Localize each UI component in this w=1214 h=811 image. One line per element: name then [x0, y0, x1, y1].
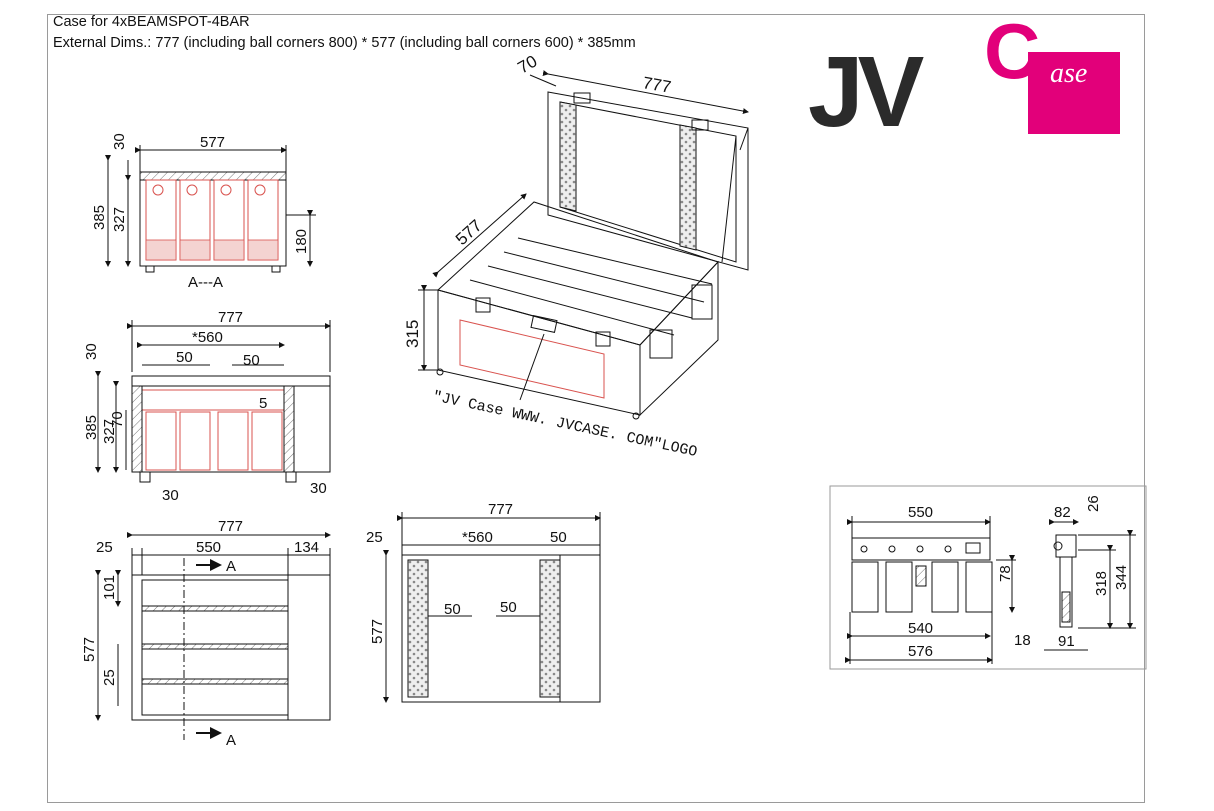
dim-577-top: 577	[81, 637, 98, 662]
dim-550-fixture: 550	[908, 504, 933, 521]
logo-ase-text: ase	[1050, 58, 1088, 89]
side-view: 777 *560 50 50 5 30 385 327 70 30 30	[83, 309, 331, 504]
section-aa-view: 577 30 385 327 180 A---A	[91, 133, 316, 291]
lid-view: 777 25 *560 50 50 50 577	[366, 501, 601, 703]
drawing-title: Case for 4xBEAMSPOT-4BAR	[53, 14, 250, 30]
logo-brand-box	[1028, 52, 1120, 134]
dim-540-fixture: 540	[908, 620, 933, 637]
dim-50-side-a: 50	[176, 349, 193, 366]
logo-jv-text: JV	[808, 36, 924, 148]
dim-577-iso: 577	[452, 216, 486, 249]
dim-50-lid-top: 50	[550, 529, 567, 546]
dim-318-fixture: 318	[1093, 571, 1110, 596]
section-label: A---A	[188, 274, 223, 291]
dim-385-section: 385	[91, 205, 108, 230]
dim-101-top: 101	[101, 575, 118, 600]
section-arrow-a-bottom: A	[226, 732, 236, 749]
fixture-view: 550 78 540 576 18 82 26 318 344	[829, 485, 1147, 670]
dim-30-section: 30	[111, 133, 128, 150]
dim-576-fixture: 576	[908, 643, 933, 660]
dim-50-lid-right: 50	[500, 599, 517, 616]
dim-777-lid: 777	[488, 501, 513, 518]
dim-577-lid: 577	[369, 619, 386, 644]
iso-lid	[547, 91, 749, 271]
fixture-side-profile	[1055, 534, 1077, 558]
dim-25-lid: 25	[366, 529, 383, 546]
dim-91-fixture: 91	[1058, 633, 1075, 650]
dim-550-top: 550	[196, 539, 221, 556]
dim-134-top: 134	[294, 539, 319, 556]
dim-30-side-bottom-a: 30	[162, 487, 179, 504]
drawing-frame	[47, 14, 1145, 803]
dim-560-lid: *560	[462, 529, 493, 546]
dim-560-side: *560	[192, 329, 223, 346]
external-dimensions: External Dims.: 777 (including ball corn…	[53, 35, 636, 51]
logo-note: "JV Case WWW. JVCASE. COM"LOGO	[431, 388, 699, 461]
dim-180-section: 180	[293, 229, 310, 254]
section-arrow-a-top: A	[226, 558, 236, 575]
lid-outline	[401, 554, 601, 703]
dim-82-fixture: 82	[1054, 504, 1071, 521]
dim-777-iso: 777	[641, 73, 672, 97]
fixture-panel	[829, 485, 1147, 670]
dim-26-fixture: 26	[1085, 495, 1102, 512]
dim-30-side-bottom-b: 30	[310, 480, 327, 497]
dim-78-fixture: 78	[997, 565, 1014, 582]
fixture-bar	[851, 537, 991, 561]
dim-385-side: 385	[83, 415, 100, 440]
logo-c-letter: C	[984, 7, 1041, 95]
top-case-outline	[131, 574, 331, 721]
dim-577-section: 577	[200, 134, 225, 151]
dim-777-top: 777	[218, 518, 243, 535]
dim-18-fixture: 18	[1014, 632, 1031, 649]
dim-50-side-b: 50	[243, 352, 260, 369]
dim-327-section: 327	[111, 207, 128, 232]
dim-30-side: 30	[83, 343, 100, 360]
dim-70-iso: 70	[515, 52, 541, 78]
dim-5-side: 5	[259, 395, 267, 412]
top-view: 777 25 550 134 A A 101 577 25	[81, 518, 331, 749]
isometric-case-view: 777 70 577 315 "JV Case WWW. JVCASE. COM…	[403, 52, 749, 461]
dim-70-side: 70	[109, 411, 126, 428]
dim-25-top: 25	[96, 539, 113, 556]
dim-777-side: 777	[218, 309, 243, 326]
dim-327-side: 327	[101, 419, 118, 444]
dim-25-top-vertical: 25	[101, 669, 118, 686]
dim-315-iso: 315	[403, 320, 422, 348]
dim-50-lid-left: 50	[444, 601, 461, 618]
dim-344-fixture: 344	[1113, 565, 1130, 590]
